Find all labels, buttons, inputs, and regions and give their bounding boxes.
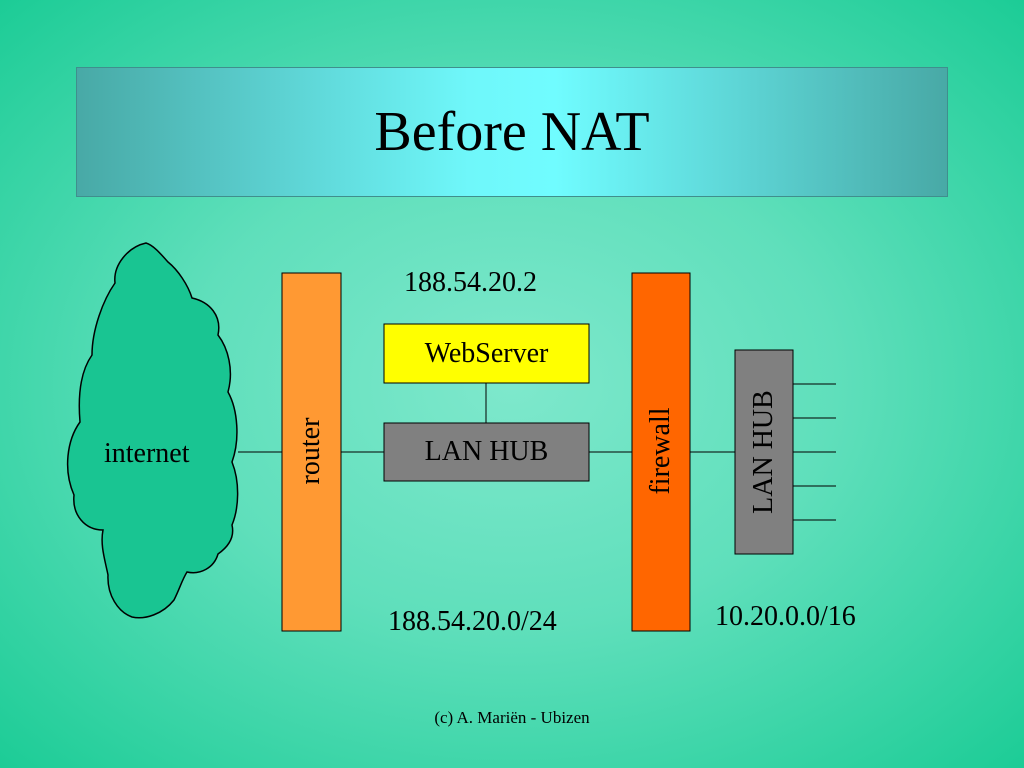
firewall-label: firewall — [645, 407, 676, 495]
page-title: Before NAT — [374, 101, 650, 163]
internet-label: internet — [104, 438, 190, 469]
dmz-subnet-label: 188.54.20.0/24 — [388, 606, 557, 637]
lan-hub-dmz-label: LAN HUB — [424, 436, 549, 467]
internet-cloud-shape — [66, 242, 239, 619]
internal-subnet-label: 10.20.0.0/16 — [715, 601, 856, 632]
router-label: router — [295, 417, 326, 485]
firewall-bar — [631, 272, 691, 632]
webserver-box — [383, 323, 590, 384]
footer-copyright: (c) A. Mariën - Ubizen — [434, 708, 590, 727]
title-banner: Before NAT — [76, 67, 948, 197]
webserver-ip-label: 188.54.20.2 — [404, 267, 537, 298]
lan-hub-internal-label: LAN HUB — [748, 390, 779, 514]
router-bar — [281, 272, 342, 632]
lan-hub-dmz-box — [383, 422, 590, 482]
lan-hub-ports — [793, 383, 836, 521]
webserver-label: WebServer — [424, 337, 549, 369]
lan-hub-internal-box — [734, 349, 794, 555]
